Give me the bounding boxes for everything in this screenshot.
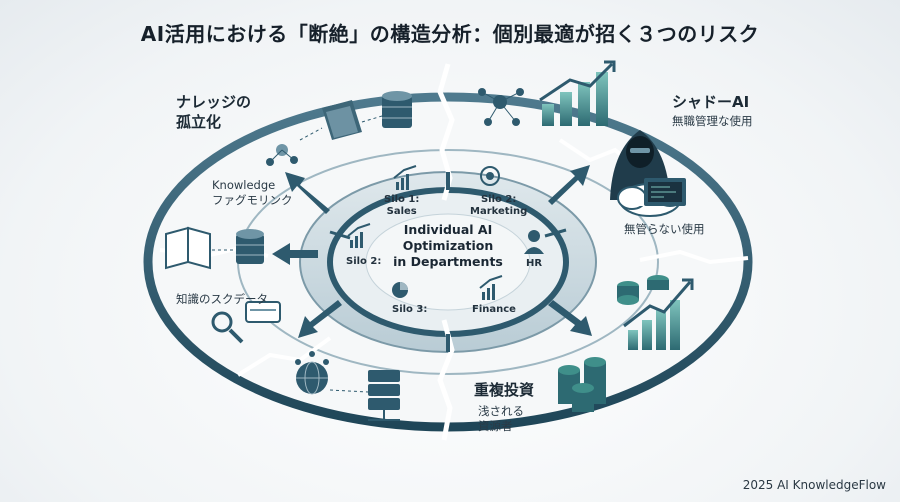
silo-sales-name: Sales [386, 206, 417, 217]
silo-marketing-label: Silo 2: Marketing [470, 194, 527, 218]
knowledge-data-label: 知識のスクデータ [176, 292, 268, 306]
knowledge-risk-heading: ナレッジの 孤立化 [176, 92, 251, 132]
coins-icon-right [617, 275, 669, 305]
knowledge-heading-line1: ナレッジの [176, 93, 252, 111]
core [365, 213, 531, 311]
footer-credit: 2025 AI KnowledgeFlow [742, 478, 886, 492]
arrow-w [272, 243, 318, 265]
center-line-3: in Departments [393, 254, 503, 269]
book-icon [322, 100, 362, 140]
chart-icon-finance [479, 275, 503, 300]
arrow-nw [285, 172, 330, 214]
globe-icon [295, 351, 329, 395]
silo-2-label: Silo 2: [346, 256, 382, 267]
knowledge-sub-line1: Knowledge [212, 178, 276, 192]
card-icon [245, 301, 281, 323]
page-title: AI活用における「断絶」の構造分析：個別最適が招く３つのリスク [140, 22, 760, 46]
rising-bars-icon [539, 60, 616, 126]
magnifier-icon [211, 311, 244, 344]
person-icon [524, 230, 544, 254]
center-line-1: Individual AI [403, 222, 493, 237]
arrow-se [548, 300, 592, 336]
knowledge-sub-label: Knowledge ファグモリンク [212, 178, 293, 208]
graph-node-icon [266, 144, 298, 166]
network-icon [478, 88, 524, 126]
crack-right [639, 249, 749, 265]
silo-marketing-name: Marketing [470, 206, 528, 217]
open-book-icon [165, 226, 211, 270]
coin-stack-icon [558, 357, 606, 412]
arrow-sw [298, 300, 342, 338]
database-icon-left [236, 229, 264, 264]
database-icon-top [382, 91, 412, 128]
center-label: Individual AI Optimization in Department… [378, 222, 518, 270]
center-line-2: Optimization [402, 238, 494, 253]
chart-icon-sales [393, 165, 417, 190]
shadow-ai-heading: シャドーAI [672, 93, 750, 111]
dup-invest-sub-line1: 浅される [478, 404, 524, 418]
chart-icon-silo2 [347, 223, 371, 248]
server-icon [368, 370, 400, 421]
dup-invest-heading: 重複投資 [474, 381, 535, 399]
knowledge-sub-line2: ファグモリンク [212, 193, 293, 207]
shadow-ai-sub-2: 無管らない使用 [624, 222, 705, 236]
knowledge-heading-line2: 孤立化 [176, 113, 222, 131]
silo-hr-label: HR [526, 258, 543, 269]
shadow-ai-sub-1: 無職管理な使用 [672, 114, 753, 128]
crack-sw [236, 336, 332, 377]
silo-finance-label: Finance [472, 304, 516, 315]
dup-invest-sub-line2: 資源者 [478, 419, 513, 433]
silo-sales-label: Silo 1: Sales [384, 194, 419, 218]
silo-marketing-title: Silo 2: [480, 194, 517, 205]
laptop-icon [644, 178, 686, 206]
pie-icon [392, 282, 408, 298]
silo-3-label: Silo 3: [392, 304, 428, 315]
dup-invest-sub: 浅される 資源者 [478, 404, 524, 434]
silo-sales-title: Silo 1: [384, 194, 420, 205]
growth-bars-icon [623, 278, 694, 350]
arrow-ne [548, 165, 590, 205]
target-icon [480, 166, 500, 186]
